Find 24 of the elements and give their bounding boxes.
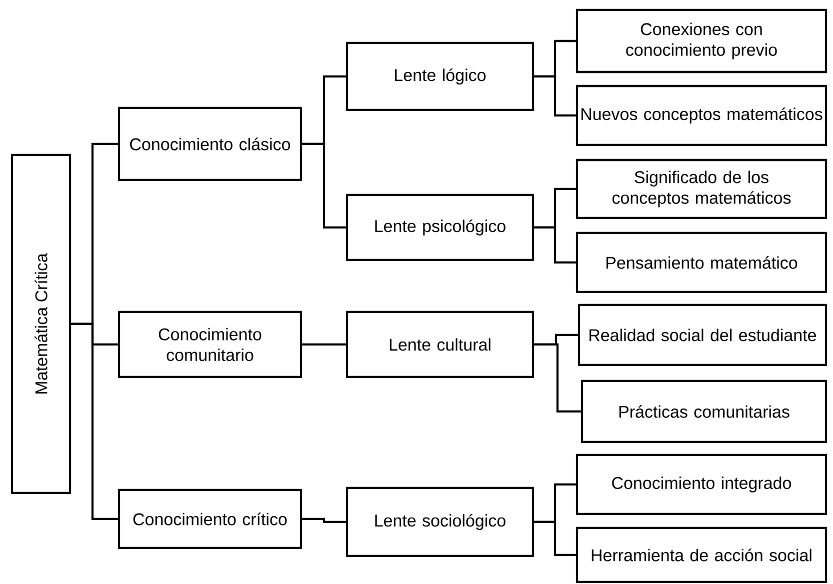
concept-box: Matemática Crítica: [10, 154, 72, 494]
concept-box: Pensamiento matemático: [576, 232, 828, 294]
connector-line: [302, 343, 346, 346]
connector-line: [534, 520, 576, 556]
concept-box: Lente psicológico: [346, 194, 534, 262]
concept-box: Conexiones con conocimiento previo: [576, 8, 828, 74]
concept-box: Significado de los conceptos matemáticos: [576, 158, 828, 220]
concept-box: Realidad social del estudiante: [578, 304, 828, 366]
connector-line: [534, 343, 581, 413]
concept-box: Prácticas comunitarias: [580, 380, 828, 444]
concept-box: Nuevos conceptos matemáticos: [576, 84, 828, 146]
concept-box: Lente cultural: [346, 310, 534, 378]
concept-box: Lente sociológico: [346, 486, 534, 558]
connector-line: [71, 322, 118, 520]
connector-line: [302, 518, 346, 524]
concept-box: Herramienta de acción social: [576, 526, 828, 584]
concept-box: Conocimiento clásico: [118, 106, 302, 182]
concept-box: Conocimiento comunitario: [118, 310, 302, 378]
connector-line: [302, 142, 346, 229]
concept-box: Conocimiento crítico: [118, 488, 302, 550]
connector-line: [534, 75, 576, 117]
connector-line: [534, 226, 576, 264]
concept-box: Conocimiento integrado: [576, 454, 828, 516]
concept-box: Lente lógico: [346, 42, 534, 112]
